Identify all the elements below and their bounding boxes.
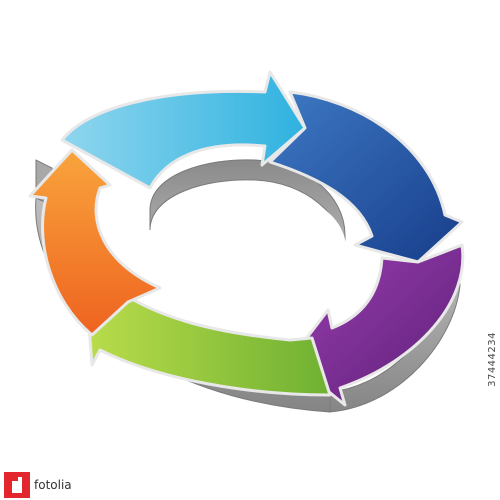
fotolia-logo-icon: [4, 472, 30, 498]
green-arrow: [86, 278, 332, 397]
blue-arrow: [268, 90, 464, 264]
ring-inner-wall: [149, 159, 346, 310]
stock-id-text: 37444234: [487, 332, 498, 387]
orange-arrow: [28, 148, 162, 337]
brand-name: fotolia: [34, 478, 72, 492]
brand-strip: [0, 468, 500, 500]
cycle-diagram: [28, 70, 465, 413]
cyan-arrow: [60, 70, 307, 190]
center-hole: [150, 186, 346, 310]
purple-arrow: [288, 243, 465, 407]
